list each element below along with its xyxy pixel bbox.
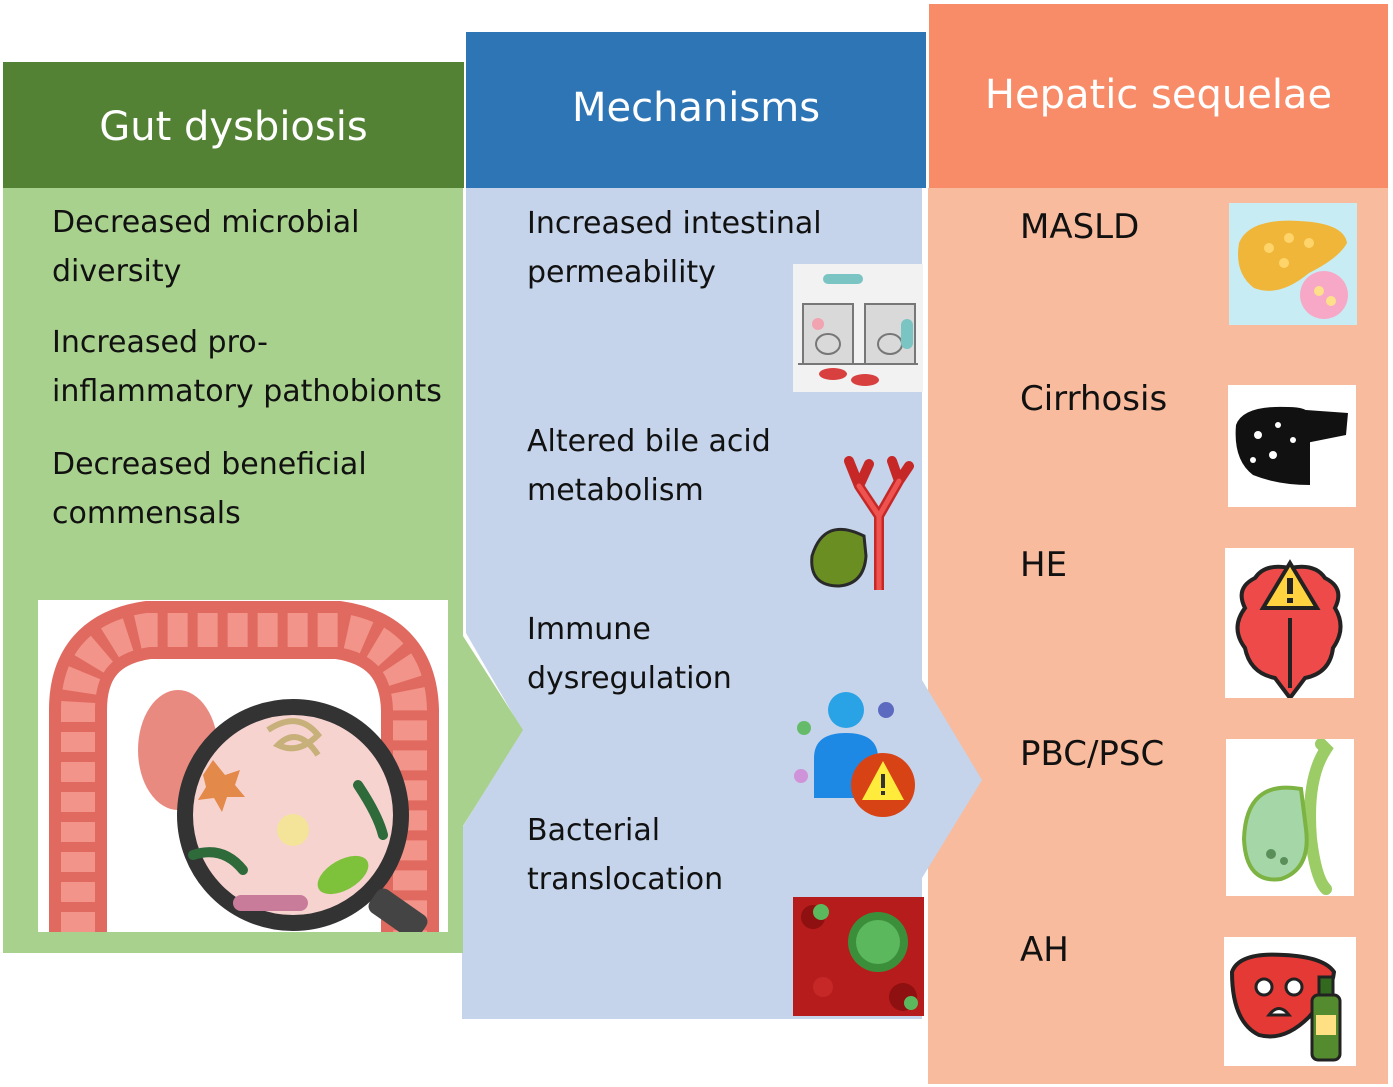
- gut-header: Gut dysbiosis: [3, 62, 464, 188]
- hepatic-item-pbc-psc: PBC/PSC: [1020, 734, 1165, 774]
- mechanism-item-4: Bacterial translocation: [527, 813, 724, 897]
- hepatic-item-masld: MASLD: [1020, 207, 1140, 247]
- colon-magnifier-microbes-icon: [38, 600, 448, 932]
- hepatic-item-he: HE: [1020, 545, 1068, 585]
- mechanisms-body-arrow: [462, 188, 982, 1019]
- mechanism-item-3: Immune dysregulation: [527, 612, 732, 696]
- bacteria-in-blood-icon: [793, 897, 924, 1016]
- gut-item-2: Increased pro- inflammatory pathobionts: [52, 325, 442, 409]
- intestinal-epithelium-icon: [793, 264, 923, 392]
- mechanisms-header: Mechanisms: [466, 32, 926, 188]
- gallbladder-bile-duct-icon: [804, 456, 914, 590]
- mechanism-item-2: Altered bile acid metabolism: [527, 424, 771, 508]
- hepatic-item-ah: AH: [1020, 930, 1069, 970]
- liver-alcohol-icon: [1224, 937, 1356, 1066]
- brain-warning-icon: [1225, 548, 1354, 698]
- mechanism-item-1: Increased intestinal permeability: [527, 206, 822, 290]
- bile-duct-gallbladder-icon: [1226, 739, 1354, 896]
- hepatic-item-cirrhosis: Cirrhosis: [1020, 379, 1168, 419]
- cirrhotic-liver-icon: [1228, 385, 1356, 507]
- gut-header-title: Gut dysbiosis: [99, 104, 368, 150]
- fatty-liver-icon: [1229, 203, 1357, 325]
- gut-item-1: Decreased microbial diversity: [52, 205, 360, 289]
- mechanisms-header-title: Mechanisms: [571, 85, 821, 131]
- hepatic-header: Hepatic sequelae: [929, 4, 1388, 188]
- hepatic-header-title: Hepatic sequelae: [984, 72, 1333, 118]
- immune-warning-icon: [786, 688, 920, 822]
- gut-item-3: Decreased beneficial commensals: [52, 447, 367, 531]
